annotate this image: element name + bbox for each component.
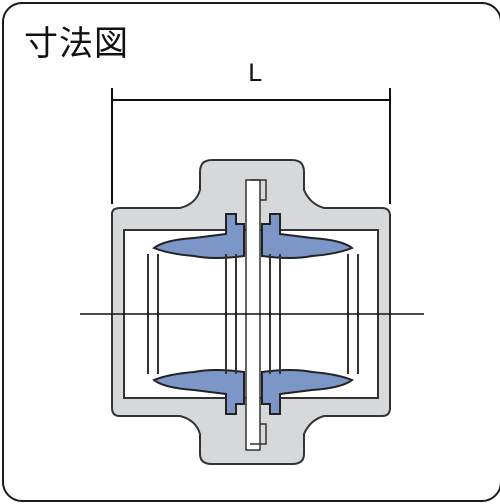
dimension-label-L: L [248,59,262,87]
center-split [245,179,261,451]
diagram-title: 寸法図 [24,24,129,64]
dimension-line [111,88,391,204]
union-fitting-drawing [80,88,424,465]
